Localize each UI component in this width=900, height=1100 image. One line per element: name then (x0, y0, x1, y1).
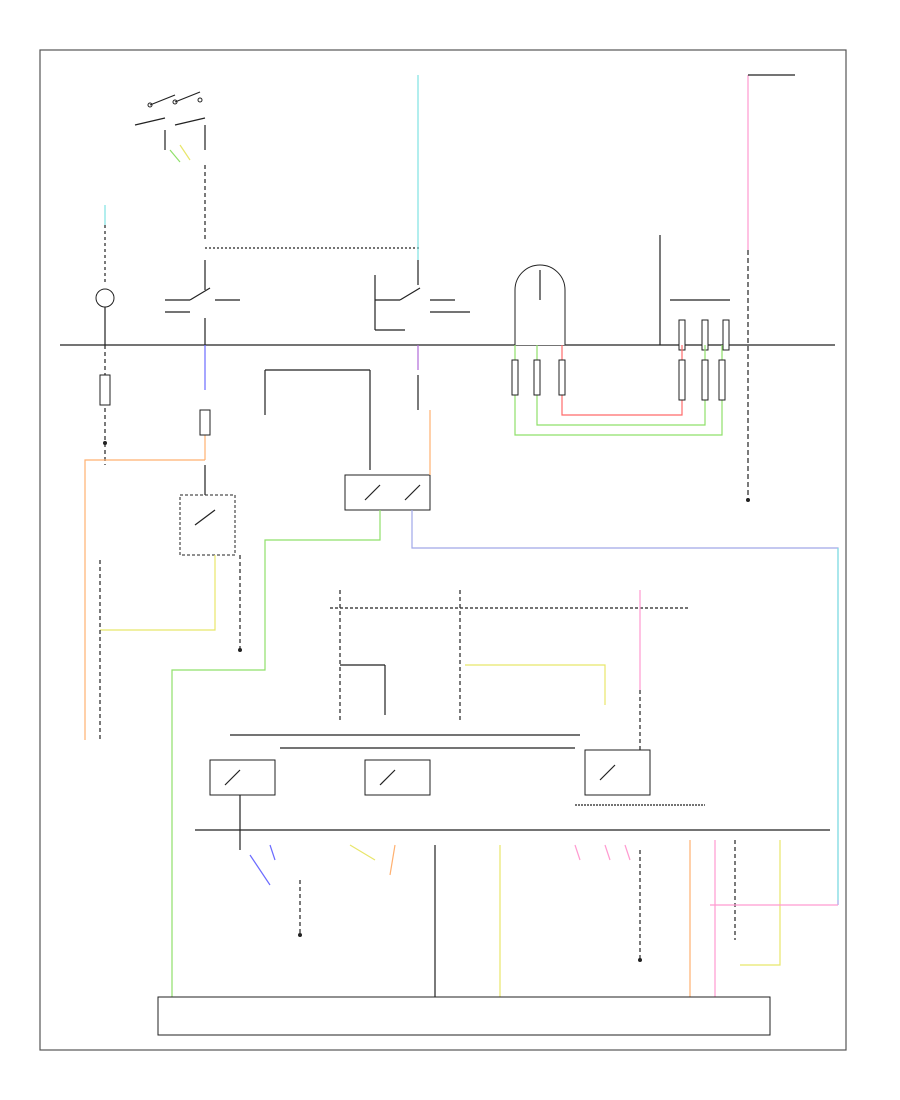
center-switch (374, 75, 470, 331)
switch-arm (379, 769, 396, 786)
wire-yellow (740, 840, 781, 966)
ground-dot (746, 498, 750, 502)
switch-arm (174, 91, 201, 103)
left-switch (165, 260, 240, 345)
wire-yellow (100, 555, 216, 631)
wire-orange (84, 459, 205, 740)
ground-dot (238, 648, 242, 652)
switch-arm (224, 769, 241, 786)
control-module-box (157, 996, 771, 1036)
switch-box (584, 749, 651, 796)
switch-arm (189, 287, 211, 301)
ground-symbols (103, 441, 750, 962)
relay-box (179, 494, 236, 556)
switch-arm (134, 117, 166, 126)
connector (558, 359, 566, 396)
connector (511, 359, 519, 396)
switch-arm (404, 484, 421, 501)
connector (533, 359, 541, 396)
blower-harness (511, 345, 726, 436)
connector (678, 359, 686, 401)
wire-pink (604, 844, 611, 861)
resistor-block (659, 235, 730, 351)
switch-arm (194, 509, 216, 526)
relay-box (344, 474, 431, 511)
ground-dot (298, 933, 302, 937)
lower-switch-column-1 (339, 590, 386, 720)
lamp-bulb (95, 288, 115, 308)
switch-box (364, 759, 431, 796)
ground-dot (638, 958, 642, 962)
lower-switch-boxes (209, 759, 431, 796)
wire-blue (249, 854, 271, 886)
left-fuse (95, 205, 115, 345)
switch-contact (197, 97, 203, 103)
blower-motor (514, 264, 566, 345)
switch-arm (149, 94, 176, 106)
lower-switch-column-3 (584, 590, 651, 796)
wire-yellow (179, 144, 191, 161)
middle-left-circuit (84, 345, 241, 740)
bottom-wires (239, 548, 839, 1000)
switch-arm (364, 484, 381, 501)
wire-light-green (171, 510, 381, 1000)
ground-dot (103, 441, 107, 445)
switch-box (209, 759, 276, 796)
wire-yellow (349, 844, 376, 861)
connector (701, 359, 709, 401)
motor-dome (514, 264, 566, 345)
lower-switch-column-2 (459, 590, 606, 720)
wire-blue (269, 844, 276, 861)
connector (99, 374, 111, 406)
diagram-border (39, 49, 847, 1051)
center-relay (171, 345, 839, 1000)
wire-orange (389, 844, 396, 876)
wire-red (561, 345, 683, 416)
switch-arm (174, 117, 206, 126)
wire-green (169, 149, 181, 163)
switch-arm (599, 764, 616, 781)
wire-pink (574, 844, 581, 861)
resistor (722, 319, 730, 351)
wire-yellow (465, 664, 606, 705)
connector (199, 409, 211, 436)
ignition-switch-block (134, 91, 206, 240)
connector (718, 359, 726, 401)
wire-pink (624, 844, 631, 861)
switch-arm (399, 287, 421, 301)
wire-light-green (514, 345, 723, 436)
